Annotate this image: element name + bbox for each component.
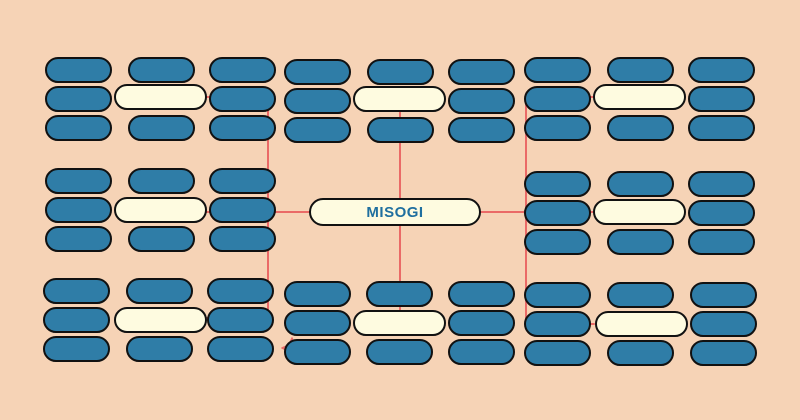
pill-block [688, 115, 755, 141]
pill-block [209, 115, 276, 141]
pill-block [688, 200, 755, 226]
pill-block [284, 339, 351, 365]
pill-block [367, 117, 434, 143]
pill-block [126, 336, 193, 362]
pill-block [366, 281, 433, 307]
pill-block [688, 229, 755, 255]
branch-node [114, 307, 207, 333]
branch-node [114, 197, 207, 223]
pill-block [688, 86, 755, 112]
pill-block [45, 57, 112, 83]
pill-block [284, 117, 351, 143]
pill-block [690, 282, 757, 308]
pill-block [128, 226, 195, 252]
pill-block [43, 278, 110, 304]
pill-block [688, 57, 755, 83]
pill-block [607, 340, 674, 366]
branch-node [595, 311, 688, 337]
pill-block [128, 57, 195, 83]
branch-node [353, 86, 446, 112]
pill-block [607, 282, 674, 308]
pill-block [128, 168, 195, 194]
pill-block [367, 59, 434, 85]
branch-node [593, 84, 686, 110]
pill-block [607, 171, 674, 197]
pill-block [448, 310, 515, 336]
pill-block [207, 307, 274, 333]
pill-block [284, 88, 351, 114]
branch-node [593, 199, 686, 225]
pill-block [607, 57, 674, 83]
pill-block [284, 281, 351, 307]
pill-block [209, 197, 276, 223]
pill-block [607, 229, 674, 255]
pill-block [690, 340, 757, 366]
pill-block [448, 59, 515, 85]
pill-block [43, 336, 110, 362]
pill-block [45, 168, 112, 194]
pill-block [45, 86, 112, 112]
pill-block [448, 117, 515, 143]
pill-block [524, 282, 591, 308]
pill-block [209, 168, 276, 194]
pill-block [448, 339, 515, 365]
pill-block [448, 88, 515, 114]
pill-block [524, 200, 591, 226]
pill-block [284, 310, 351, 336]
pill-block [45, 115, 112, 141]
branch-node [353, 310, 446, 336]
pill-block [690, 311, 757, 337]
pill-block [45, 226, 112, 252]
pill-block [524, 229, 591, 255]
pill-block [207, 336, 274, 362]
pill-block [284, 59, 351, 85]
pill-block [207, 278, 274, 304]
pill-block [524, 340, 591, 366]
center-node-label: MISOGI [309, 198, 481, 226]
pill-block [209, 57, 276, 83]
pill-block [448, 281, 515, 307]
pill-block [128, 115, 195, 141]
branch-node [114, 84, 207, 110]
pill-block [524, 57, 591, 83]
pill-block [366, 339, 433, 365]
pill-block [43, 307, 110, 333]
pill-block [607, 115, 674, 141]
pill-block [524, 311, 591, 337]
pill-block [688, 171, 755, 197]
pill-block [209, 226, 276, 252]
pill-block [524, 171, 591, 197]
pill-block [45, 197, 112, 223]
pill-block [524, 86, 591, 112]
pill-block [524, 115, 591, 141]
pill-block [126, 278, 193, 304]
pill-block [209, 86, 276, 112]
